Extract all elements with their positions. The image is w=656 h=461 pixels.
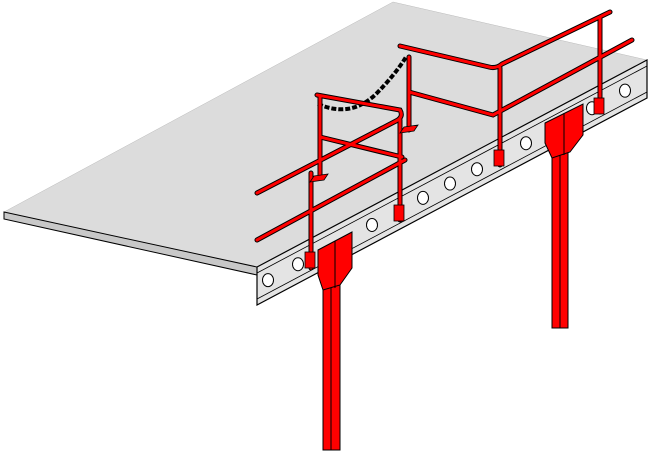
safety-chain (317, 55, 408, 112)
beam-hole (366, 217, 378, 232)
column-left (317, 231, 353, 451)
post-base-plates (304, 97, 605, 269)
beam-hole (262, 273, 274, 288)
beam-hole (444, 176, 456, 191)
railing-fill (255, 10, 634, 270)
beam-hole (292, 257, 304, 272)
beam-hole (417, 190, 429, 205)
beam-hole (619, 83, 631, 98)
column-right (544, 103, 584, 329)
beam-hole (520, 136, 532, 151)
beam-flange-line (256, 65, 648, 274)
beam-hole (471, 162, 483, 177)
